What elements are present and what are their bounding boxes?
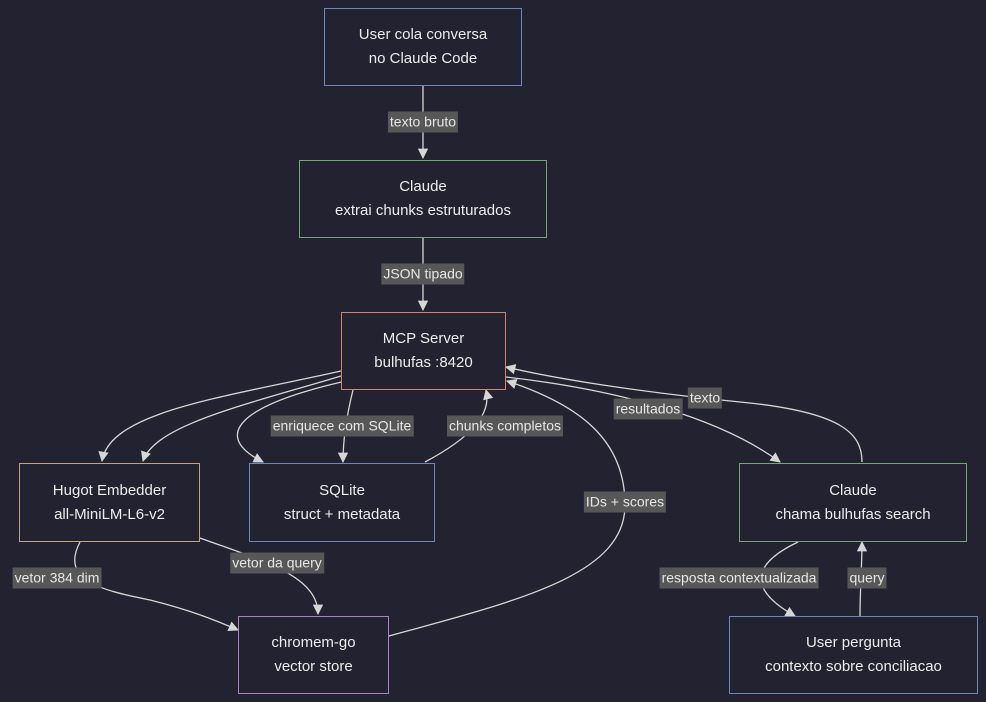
node-line: all-MiniLM-L6-v2	[54, 505, 165, 523]
edge-label-query: query	[847, 567, 887, 589]
node-line: no Claude Code	[368, 50, 478, 67]
edge-label-json-tipado: JSON tipado	[381, 263, 465, 285]
node-sqlite: SQLite struct + metadata	[249, 463, 435, 542]
node-line: chama bulhufas search	[775, 505, 931, 523]
edge-label-vetor-query: vetor da query	[230, 552, 324, 574]
edge-label-texto: texto	[687, 387, 723, 409]
edge-label-resultados: resultados	[613, 398, 683, 420]
node-line: vector store	[274, 658, 353, 675]
edge-label-vetor-384: vetor 384 dim	[12, 567, 102, 589]
node-line: chromem-go	[271, 634, 356, 651]
node-line: extrai chunks estruturados	[335, 202, 511, 219]
edge-mcp-to-hugot-2	[141, 375, 342, 462]
node-line: User cola conversa	[358, 26, 488, 43]
node-user-cola-conversa: User cola conversa no Claude Code	[324, 8, 522, 86]
node-line: Claude	[829, 481, 877, 499]
edge-label-enriquece: enriquece com SQLite	[270, 415, 414, 437]
node-chromem-go: chromem-go vector store	[238, 616, 389, 694]
edge-mcp-to-hugot-1	[98, 370, 342, 463]
node-line: Claude	[399, 178, 447, 195]
node-mcp-server: MCP Server bulhufas :8420	[341, 312, 506, 390]
edge-claude-search-to-mcp	[504, 364, 863, 463]
node-claude-search: Claude chama bulhufas search	[739, 463, 967, 542]
node-line: bulhufas :8420	[374, 354, 473, 371]
node-line: struct + metadata	[283, 505, 401, 523]
edge-label-ids-scores: IDs + scores	[583, 491, 667, 513]
node-line: SQLite	[319, 481, 365, 499]
node-line: contexto sobre conciliacao	[765, 658, 942, 675]
node-claude-extract: Claude extrai chunks estruturados	[299, 160, 547, 238]
edge-label-texto-bruto: texto bruto	[387, 111, 459, 133]
node-hugot-embedder: Hugot Embedder all-MiniLM-L6-v2	[19, 463, 200, 542]
edge-label-chunks-completos: chunks completos	[446, 415, 564, 437]
node-line: Hugot Embedder	[52, 481, 167, 499]
node-user-pergunta: User pergunta contexto sobre conciliacao	[729, 616, 978, 694]
edge-hugot-to-chromem-query	[199, 537, 324, 616]
node-line: User pergunta	[805, 634, 902, 651]
edge-mcp-to-sqlite-1	[236, 380, 347, 463]
edge-label-resposta: resposta contextualizada	[659, 567, 819, 589]
node-line: MCP Server	[382, 330, 465, 347]
